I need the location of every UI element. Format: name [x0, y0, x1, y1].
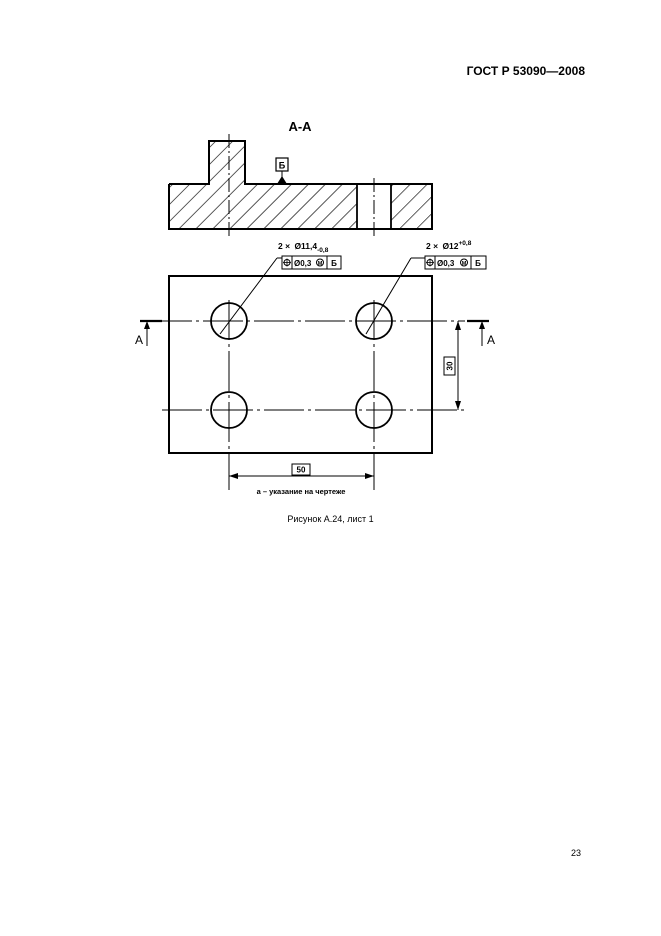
svg-text:30: 30	[446, 361, 455, 370]
svg-text:А: А	[135, 333, 143, 347]
page-number: 23	[571, 848, 582, 858]
section-view	[168, 134, 433, 238]
datum-marker: Б	[275, 157, 289, 184]
dimension-horizontal: 50	[229, 463, 374, 479]
svg-text:Ø0,3: Ø0,3	[294, 259, 312, 268]
svg-text:Ø0,3: Ø0,3	[437, 259, 455, 268]
tolerance-frame-right: Ø0,3 M Б	[424, 255, 487, 270]
tolerance-frame-left: Ø0,3 M Б	[281, 255, 342, 270]
svg-text:M: M	[318, 261, 323, 267]
svg-text:50: 50	[297, 466, 306, 475]
dimension-vertical: 30	[443, 321, 461, 410]
section-title: А-А	[288, 119, 312, 134]
svg-text:А: А	[487, 333, 495, 347]
section-arrow-right: А	[467, 319, 495, 347]
svg-text:Б: Б	[331, 259, 337, 268]
svg-text:M: M	[462, 261, 467, 267]
callout-right: 2 × Ø12+0,8 Ø0,3 M Б	[365, 240, 487, 335]
svg-text:2 × Ø12+0,8: 2 × Ø12+0,8	[426, 240, 472, 251]
document-header: ГОСТ Р 53090—2008	[466, 64, 585, 78]
section-arrow-left: А	[135, 319, 162, 347]
plan-view	[152, 275, 465, 490]
svg-text:Б: Б	[475, 259, 481, 268]
svg-text:2 × Ø11,4-0,8: 2 × Ø11,4-0,8	[278, 241, 329, 254]
callout-left: 2 × Ø11,4-0,8 Ø0,3 M Б	[219, 241, 342, 335]
svg-text:Б: Б	[279, 161, 286, 171]
drawing-note: а – указание на чертеже	[257, 487, 346, 496]
figure-caption: Рисунок А.24, лист 1	[287, 514, 374, 524]
